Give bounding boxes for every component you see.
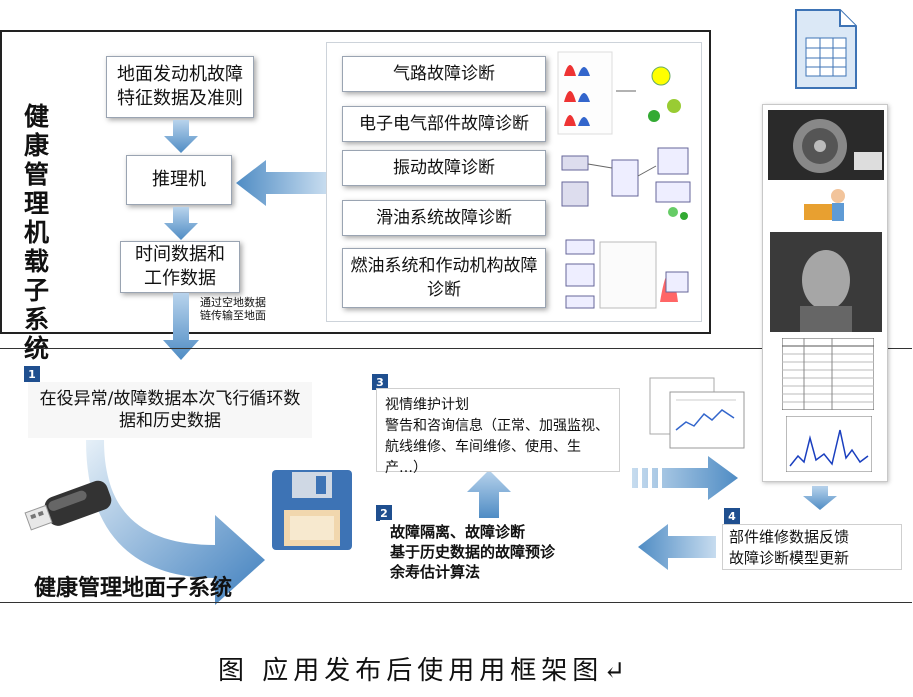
down-arrow-3 [163, 293, 199, 360]
reasoner-box: 推理机 [126, 155, 232, 205]
repair-feedback-line: 部件维修数据反馈 [729, 528, 850, 546]
model-update-line: 故障诊断模型更新 [729, 549, 850, 567]
airborne-subsystem-title: 健康管理机载子系统 [24, 102, 50, 363]
step-4-box: 部件维修数据反馈 故障诊断模型更新 [722, 524, 902, 570]
step-3-badge: 3 [372, 374, 388, 390]
rul-algorithm-line: 余寿估计算法 [390, 563, 481, 581]
fault-isolation-line: 故障隔离、故障诊断 [390, 523, 526, 541]
fuel-thumbnail [565, 239, 689, 309]
module-vibration: 振动故障诊断 [342, 150, 546, 186]
ground-subsystem-title: 健康管理地面子系统 [34, 576, 233, 601]
module-lube-oil: 滑油系统故障诊断 [342, 200, 546, 236]
engine-photo [768, 110, 884, 180]
airborne-subsystem-frame [0, 30, 711, 334]
maintenance-plan-title: 视情维护计划 [385, 397, 469, 413]
time-work-data-box: 时间数据和工作数据 [120, 241, 240, 293]
ground-subsystem-frame [0, 348, 912, 603]
down-arrow-1 [164, 120, 198, 153]
step-1-badge: 1 [24, 366, 40, 382]
usb-drive-icon [24, 480, 112, 531]
trend-chart-image [786, 416, 872, 472]
down-arrow-2 [164, 207, 198, 240]
ground-criteria-box: 地面发动机故障特征数据及准则 [106, 56, 254, 118]
gas-path-thumbnail [557, 51, 681, 135]
step-4-badge: 4 [724, 508, 740, 524]
module-fuel-actuator: 燃油系统和作动机构故障诊断 [342, 248, 546, 308]
vibration-thumbnail [561, 147, 691, 220]
step-1-box: 在役异常/故障数据本次飞行循环数据和历史数据 [28, 382, 312, 438]
down-arrow-to-4 [803, 486, 837, 510]
datalink-note: 通过空地数据链传输至地面 [200, 296, 266, 322]
spreadsheet-document-icon [795, 9, 857, 89]
big-curved-arrow [86, 440, 265, 605]
right-arrow-3-to-4 [632, 456, 738, 500]
report-documents-icon [649, 377, 745, 449]
mechanic-photo [770, 232, 882, 332]
left-arrow-4-to-2 [638, 524, 716, 570]
records-table-image [782, 338, 874, 410]
prognosis-line: 基于历史数据的故障预诊 [390, 543, 556, 561]
module-electrical: 电子电气部件故障诊断 [342, 106, 546, 142]
left-arrow-modules [236, 160, 326, 206]
step-2-badge: 2 [376, 505, 392, 521]
warning-advisory-text: 警告和咨询信息（正常、加强监视、航线维修、车间维修、使用、生产…） [385, 418, 609, 476]
floppy-disk-icon [272, 470, 352, 550]
step-3-box: 视情维护计划 警告和咨询信息（正常、加强监视、航线维修、车间维修、使用、生产…） [376, 388, 620, 476]
module-gas-path: 气路故障诊断 [342, 56, 546, 92]
step-2-box: 故障隔离、故障诊断 基于历史数据的故障预诊 余寿估计算法 [380, 520, 620, 581]
figure-caption: 图 应用发布后使用用框架图↵ [218, 656, 631, 686]
technician-icon [804, 189, 845, 221]
up-arrow-2-to-3 [467, 470, 511, 518]
